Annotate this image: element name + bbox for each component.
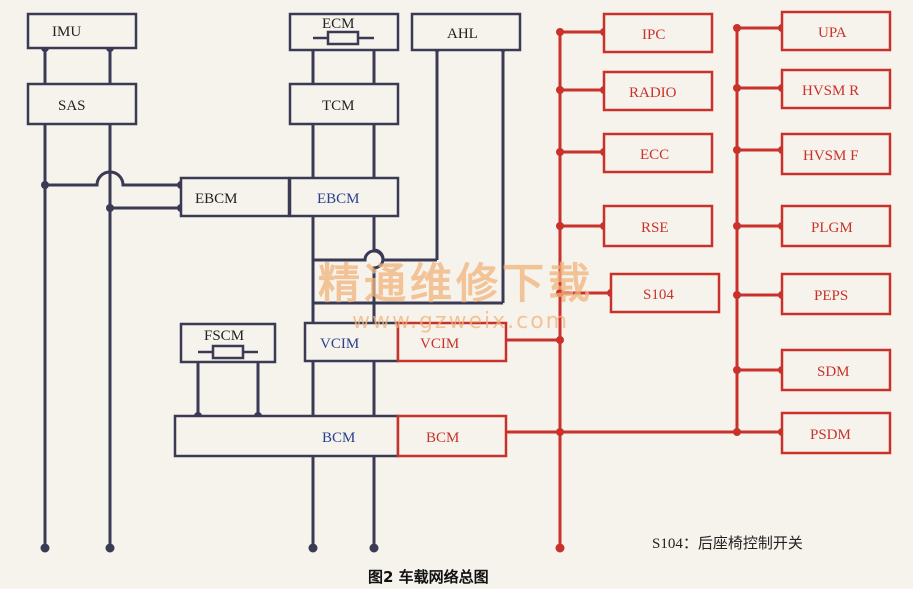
tcm-module	[288, 82, 400, 126]
figure-caption: 图2 车载网络总图	[368, 568, 489, 586]
bcm-left-module	[173, 414, 400, 458]
vcim-red-label: VCIM	[420, 336, 459, 352]
bcm-red-module	[396, 414, 508, 458]
ecm-label: ECM	[322, 16, 355, 32]
ebcm-module	[288, 176, 400, 218]
radio-module	[602, 70, 714, 112]
sas-module	[26, 82, 138, 126]
fscm-label: FSCM	[204, 328, 244, 344]
psdm-label: PSDM	[810, 427, 851, 443]
watermark-text: 精通维修下载	[318, 259, 594, 308]
ahl-label: AHL	[447, 26, 478, 42]
ipc-module	[602, 12, 714, 54]
tcm-label: TCM	[322, 98, 355, 114]
ipc-label: IPC	[642, 27, 665, 43]
peps-label: PEPS	[814, 288, 848, 304]
hvsm-f-label: HVSM F	[803, 148, 858, 164]
vcim-module	[303, 321, 400, 363]
terminating-resistors	[198, 30, 374, 360]
upa-module	[780, 10, 892, 52]
s104-module	[609, 272, 721, 314]
watermark-url: www.gzweix.com	[352, 309, 569, 334]
ecc-module	[602, 132, 714, 174]
hvsm-r-label: HVSM R	[802, 83, 859, 99]
vcim-label: VCIM	[320, 336, 359, 352]
plgm-module	[780, 204, 892, 248]
sdm-label: SDM	[817, 364, 850, 380]
bcm-red-label: BCM	[426, 430, 459, 446]
hvsm-r-module	[780, 68, 892, 110]
rse-module	[602, 204, 714, 248]
sdm-module	[780, 348, 892, 392]
peps-module	[780, 272, 892, 316]
rse-label: RSE	[641, 220, 669, 236]
sas-label: SAS	[58, 98, 86, 114]
imu-module	[26, 12, 138, 50]
imu-label: IMU	[52, 24, 81, 40]
s104-footnote: S104：后座椅控制开关	[652, 535, 803, 552]
s104-label: S104	[643, 287, 674, 303]
upa-label: UPA	[818, 25, 847, 41]
ecc-label: ECC	[640, 147, 669, 163]
ahl-module	[410, 12, 522, 52]
psdm-module	[780, 411, 892, 455]
ebcm-left-label: EBCM	[195, 191, 238, 207]
hvsm-f-module	[780, 132, 892, 176]
plgm-label: PLGM	[811, 220, 853, 236]
vcim-red-module	[396, 321, 508, 363]
ebcm-label: EBCM	[317, 191, 360, 207]
ebcm-left-module	[179, 176, 291, 218]
bcm-label: BCM	[322, 430, 355, 446]
radio-label: RADIO	[629, 85, 677, 101]
